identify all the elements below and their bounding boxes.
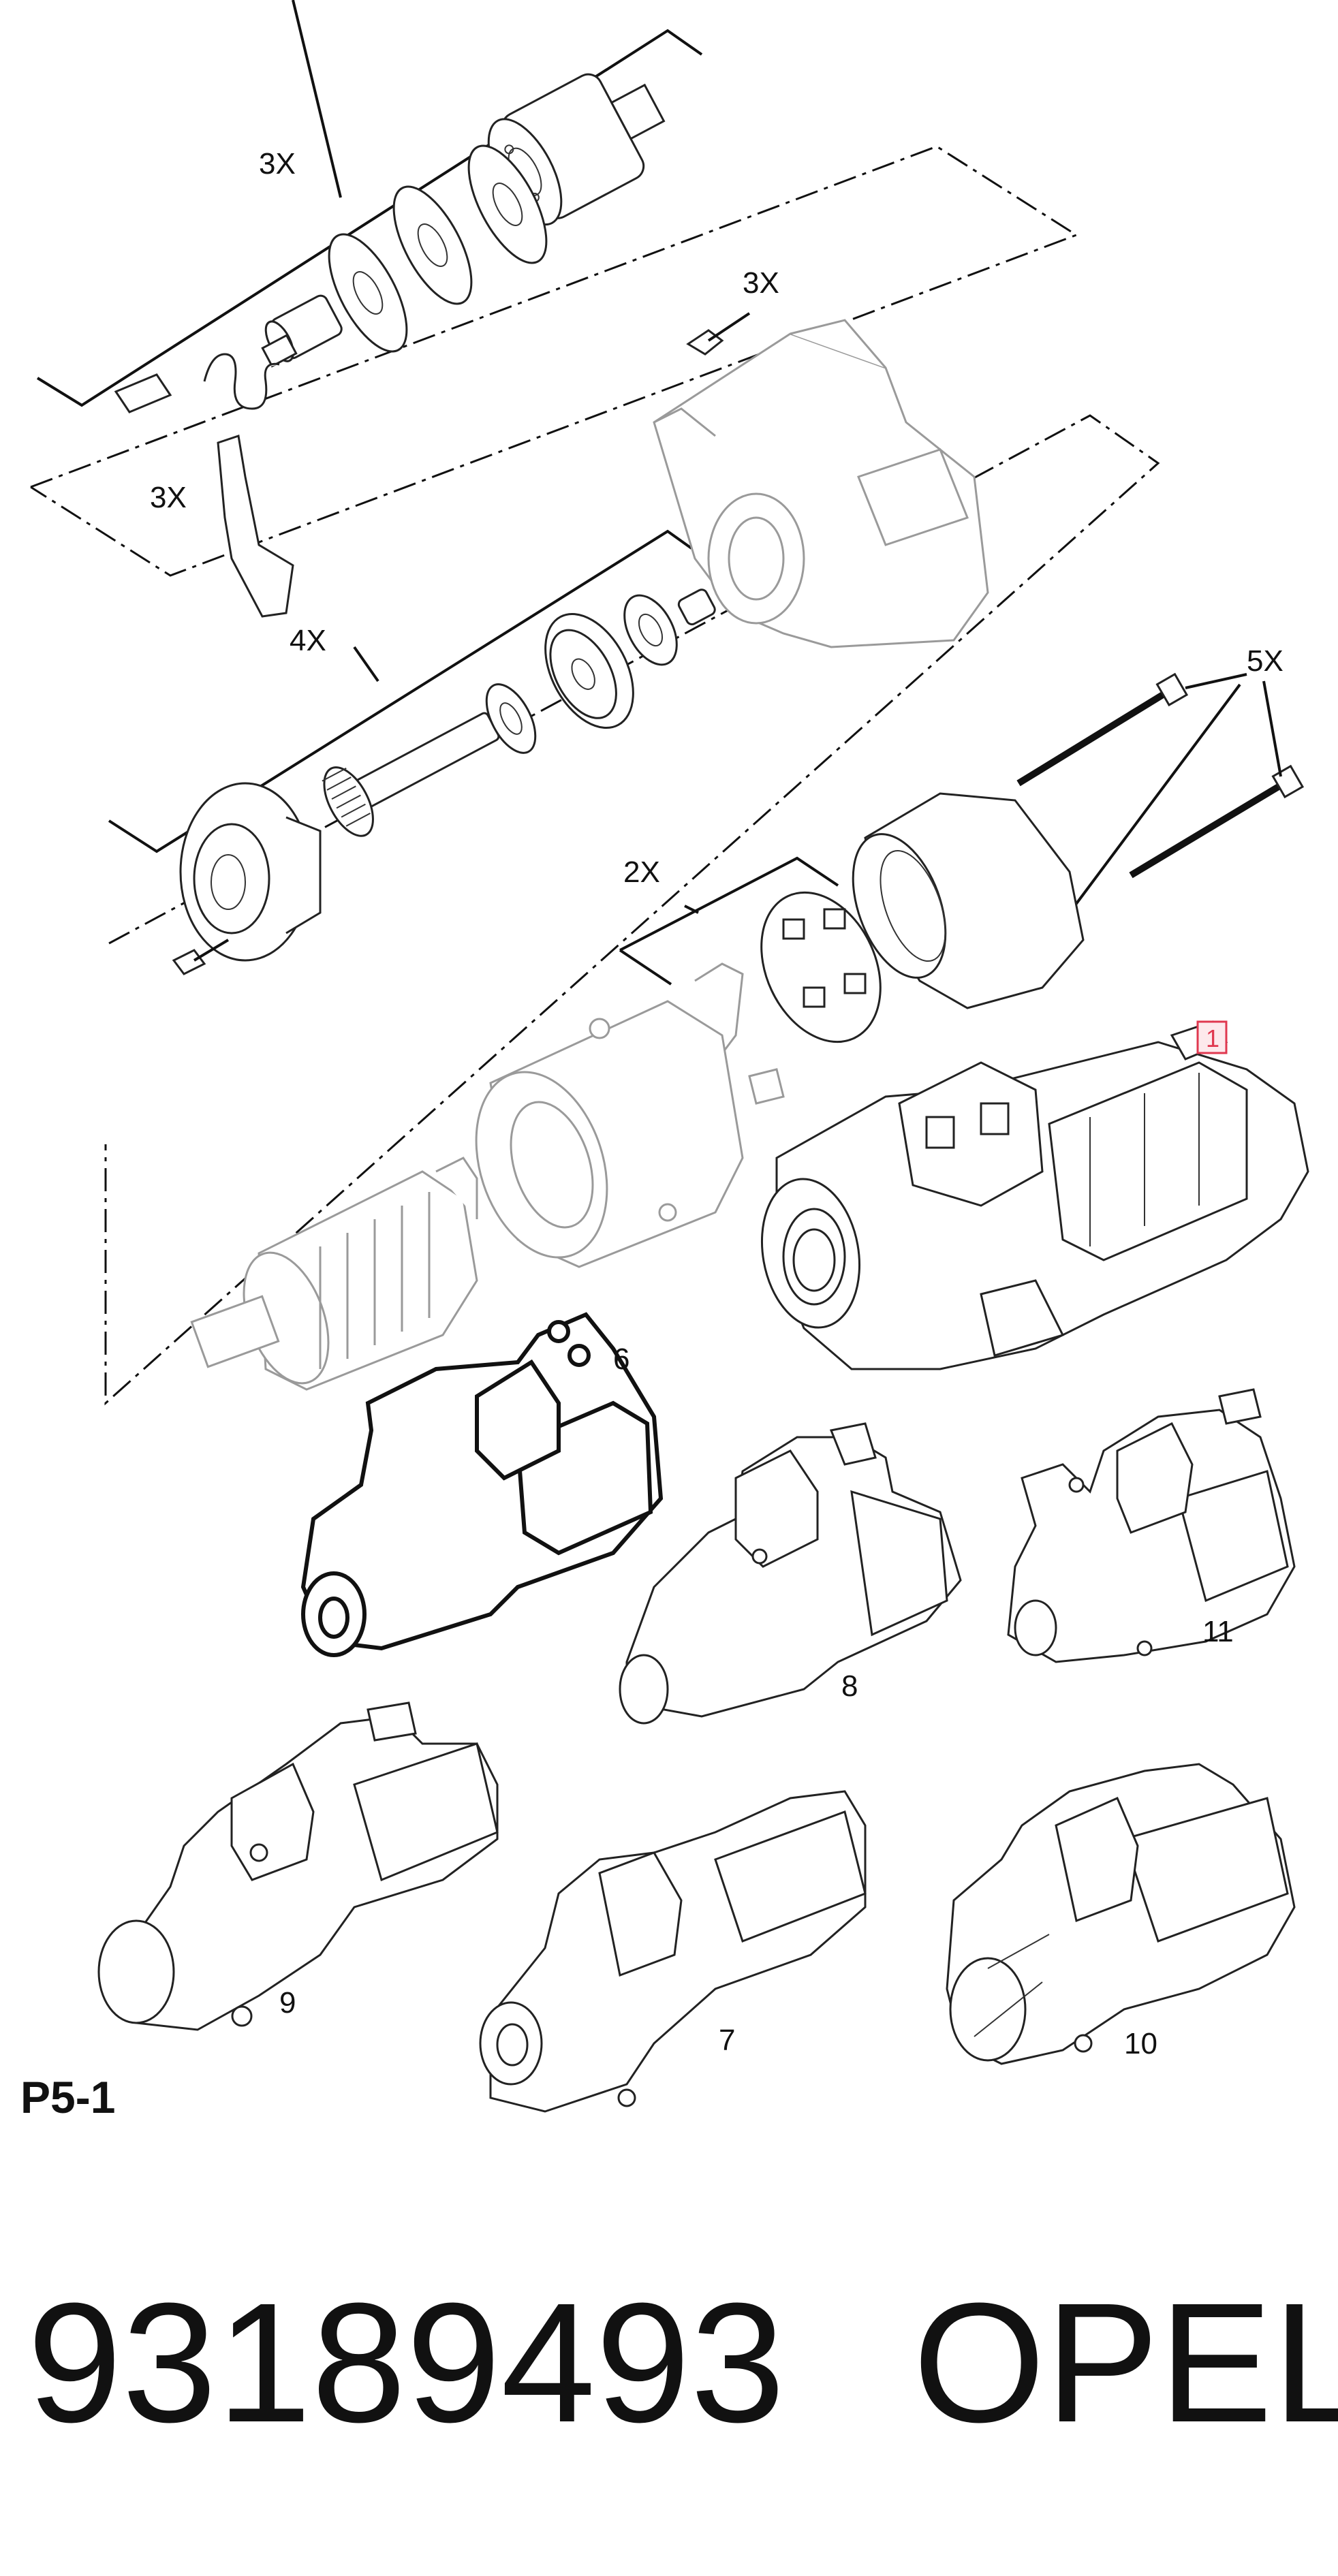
callout-drive-group: 4X bbox=[290, 624, 326, 657]
callout-solenoid-group: 3X bbox=[259, 147, 296, 180]
page-reference: P5-1 bbox=[20, 2072, 115, 2122]
field-frame-ghost bbox=[475, 1000, 744, 1268]
callout-fork: 3X bbox=[150, 481, 187, 514]
variant-8-label: 8 bbox=[841, 1669, 858, 1703]
variant-9-label: 9 bbox=[279, 1986, 296, 2020]
part-number: 93189493 bbox=[27, 2267, 785, 2457]
variant-10-starter bbox=[946, 1763, 1296, 2065]
variant-11-label: 11 bbox=[1202, 1615, 1234, 1648]
armature-ghost bbox=[190, 1157, 478, 1391]
brush-holder bbox=[687, 891, 882, 1105]
variant-7-starter bbox=[479, 1790, 867, 2113]
variant-6-label: 6 bbox=[613, 1342, 629, 1376]
variant-6-starter bbox=[300, 1312, 664, 1657]
starter-assembly-main bbox=[760, 1020, 1309, 1370]
yoke-housing bbox=[852, 792, 1085, 1009]
bracket-solenoid-group bbox=[36, 29, 703, 407]
bracket-tick bbox=[684, 905, 699, 914]
solenoid-parts bbox=[114, 73, 666, 618]
ref-marker-box bbox=[1196, 1020, 1228, 1054]
variant-11-starter bbox=[1007, 1388, 1296, 1663]
leader-through-bolts bbox=[1068, 683, 1241, 914]
bolt-top bbox=[686, 312, 751, 356]
bracket-tick bbox=[619, 949, 672, 986]
variant-8-starter bbox=[619, 1422, 962, 1725]
drive-parts bbox=[172, 588, 716, 975]
callout-bolts-top: 3X bbox=[743, 266, 779, 300]
variant-7-label: 7 bbox=[719, 2024, 735, 2057]
bracket-drive-group bbox=[108, 529, 693, 853]
bracket-tick bbox=[353, 646, 379, 682]
bracket-tick bbox=[292, 0, 342, 198]
through-bolts bbox=[1016, 672, 1305, 879]
drive-housing-ghost bbox=[653, 319, 989, 648]
ref-marker-label: 1 bbox=[1206, 1024, 1219, 1052]
variant-10-label: 10 bbox=[1124, 2027, 1157, 2060]
callout-through-bolts: 5X bbox=[1247, 644, 1283, 678]
variant-9-starter bbox=[97, 1701, 499, 2031]
bracket-brush-group bbox=[619, 856, 839, 952]
brand-name: OPEL bbox=[913, 2267, 1338, 2457]
dashed-frame-upper bbox=[30, 145, 1079, 577]
callout-brush-group: 2X bbox=[623, 855, 660, 889]
